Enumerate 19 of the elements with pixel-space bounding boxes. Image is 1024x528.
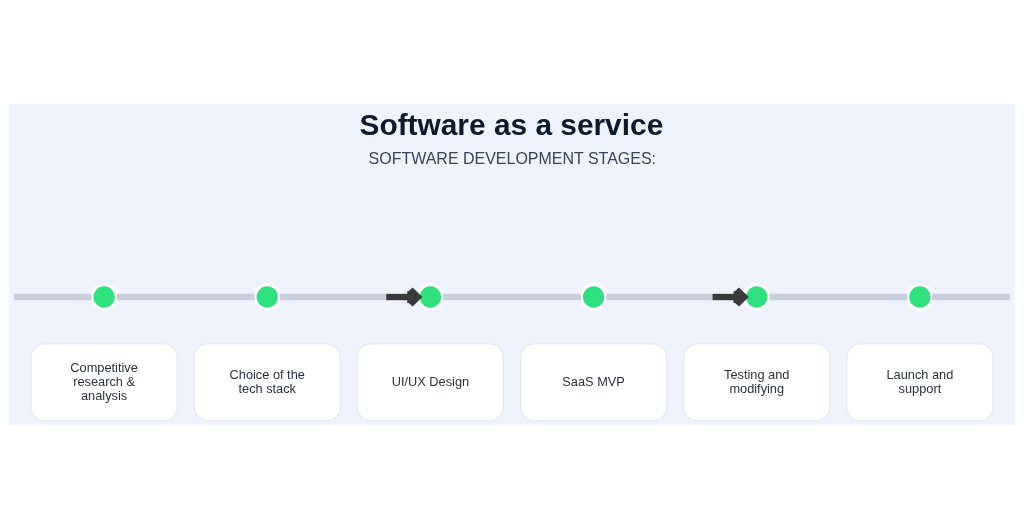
connector: [116, 293, 255, 300]
node-circle: [253, 282, 282, 311]
node-circle: [906, 282, 934, 311]
node-box: Launch and support: [846, 342, 994, 421]
node-circle: [742, 282, 771, 311]
node-circle: [416, 282, 445, 311]
label: SOFTWARE DEVELOPMENT STAGES:: [368, 149, 657, 167]
connector: [14, 293, 92, 300]
node-box: Choice of the tech stack: [193, 342, 341, 421]
node-box: Testing and modifying: [683, 342, 831, 421]
node-box: UI/UX Design: [356, 342, 504, 421]
node-circle: [579, 282, 608, 311]
arrow: [279, 286, 422, 307]
node-box: SaaS MVP: [520, 342, 668, 421]
diagram-title: Software as a service: [359, 107, 664, 141]
connector: [932, 293, 1010, 300]
node-circle: [90, 282, 118, 311]
node-box: Competitive research & analysis: [30, 342, 178, 421]
connector: [443, 293, 582, 300]
